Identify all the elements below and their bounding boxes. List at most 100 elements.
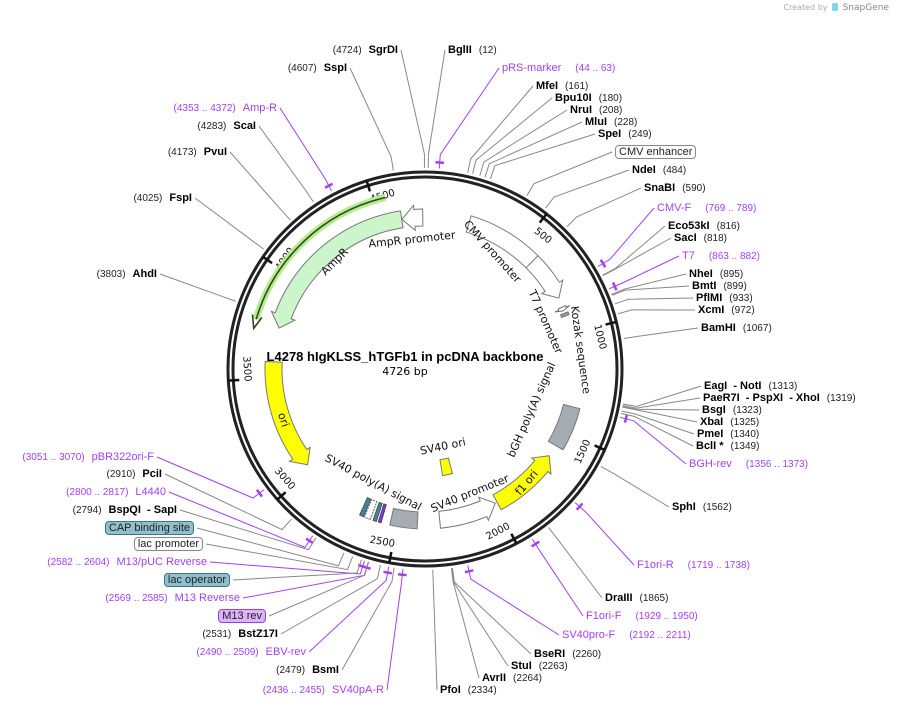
leader-line bbox=[179, 509, 317, 551]
feature-box-label[interactable]: CAP binding site bbox=[104, 521, 194, 535]
enzyme-site-label[interactable]: SacI818 bbox=[674, 232, 727, 244]
enzyme-site-label[interactable]: MluI 228 bbox=[585, 115, 637, 128]
enzyme-site-label[interactable]: 4173PvuI bbox=[168, 146, 227, 158]
enzyme-site: 4025 bbox=[133, 193, 162, 204]
primer-range: (4353 .. 4372) bbox=[173, 102, 236, 114]
enzyme-site: 228 bbox=[614, 117, 637, 128]
enzyme-site-label[interactable]: NruI208 bbox=[570, 103, 622, 116]
enzyme-site: 1323 bbox=[733, 405, 762, 416]
enzyme-site: 1313 bbox=[768, 381, 797, 392]
snapgene-logo-icon bbox=[832, 3, 839, 11]
leader-line bbox=[484, 121, 583, 178]
enzyme-site-label[interactable]: StuI 2263 bbox=[511, 659, 568, 672]
leader-line bbox=[205, 543, 354, 571]
feature-kozak-sequence bbox=[559, 311, 570, 319]
enzyme-site-label[interactable]: XcmI972 bbox=[698, 304, 755, 316]
leader-line bbox=[268, 561, 369, 617]
primer-name: pBR322ori-F bbox=[91, 450, 154, 463]
enzyme-site-label[interactable]: 2910 PciI bbox=[106, 467, 162, 480]
enzyme-site-label[interactable]: BamHI1067 bbox=[701, 321, 772, 334]
leader-line bbox=[451, 568, 532, 655]
primer-label[interactable]: (2582 .. 2604)M13/pUC Reverse bbox=[47, 555, 207, 568]
primer-name: M13/pUC Reverse bbox=[116, 555, 207, 568]
primer-label[interactable]: SV40pro-F(2192 .. 2211) bbox=[562, 629, 691, 641]
primer-label[interactable]: CMV-F(769 .. 789) bbox=[657, 201, 756, 214]
primer-label[interactable]: (2800 .. 2817)L4440 bbox=[66, 486, 166, 498]
enzyme-site-label[interactable]: 2479BsmI bbox=[276, 664, 339, 676]
feature-box-label[interactable]: M13 rev bbox=[218, 609, 266, 623]
enzyme-name: NruI bbox=[570, 103, 592, 116]
enzyme-site-label[interactable]: PflMI933 bbox=[696, 292, 753, 304]
leader-line bbox=[623, 327, 699, 340]
primer-label[interactable]: (3051 .. 3070)pBR322ori-F bbox=[22, 450, 154, 463]
enzyme-name: AhdI bbox=[132, 267, 157, 280]
enzyme-site-label[interactable]: 2531BstZ17I bbox=[202, 628, 278, 640]
enzyme-name: StuI bbox=[511, 659, 532, 672]
enzyme-site-label[interactable]: SphI1562 bbox=[672, 501, 732, 513]
primer-label[interactable]: (2490 .. 2509)EBV-rev bbox=[196, 646, 306, 658]
primer-label[interactable]: pRS-marker(44 .. 63) bbox=[502, 62, 615, 74]
primer-label[interactable]: F1ori-R(1719 .. 1738) bbox=[637, 559, 750, 571]
feature-box-label[interactable]: CMV enhancer bbox=[615, 145, 697, 159]
enzyme-name: BamHI bbox=[701, 321, 736, 334]
enzyme-site-label[interactable]: BglII12 bbox=[448, 44, 497, 56]
enzyme-site-label[interactable]: PmeI1340 bbox=[697, 428, 759, 440]
tick-label: 1500 bbox=[573, 438, 593, 466]
enzyme-site-label[interactable]: PfoI2334 bbox=[440, 684, 497, 696]
primer-label[interactable]: BGH-rev(1356 .. 1373) bbox=[689, 458, 808, 470]
enzyme-site-label[interactable]: NheI895 bbox=[689, 268, 743, 280]
enzyme-name: PciI bbox=[142, 467, 162, 480]
enzyme-site-label[interactable]: BseRI2260 bbox=[534, 648, 601, 660]
enzyme-site-label[interactable]: 2794BspQI - SapI bbox=[73, 504, 177, 516]
enzyme-site: 2910 bbox=[106, 469, 135, 480]
primer-range: (2800 .. 2817) bbox=[66, 486, 129, 498]
cap-binding-site-feature bbox=[359, 497, 372, 518]
enzyme-site-label[interactable]: BsgI1323 bbox=[702, 404, 762, 416]
enzyme-site: 2264 bbox=[513, 673, 542, 684]
leader-line bbox=[472, 97, 553, 174]
enzyme-name: SpeI bbox=[598, 127, 622, 140]
highlight-arrowhead-icon bbox=[251, 314, 263, 331]
leader-line bbox=[229, 151, 291, 221]
leader-line bbox=[611, 273, 687, 295]
primer-name: Amp-R bbox=[242, 101, 277, 114]
feature-box-label[interactable]: lac operator bbox=[163, 573, 230, 587]
enzyme-site-label[interactable]: SnaBI590 bbox=[644, 182, 706, 194]
enzyme-site-label[interactable]: 4025FspI bbox=[133, 192, 192, 204]
primer-label[interactable]: (2569 .. 2585)M13 Reverse bbox=[105, 591, 240, 604]
enzyme-site-label[interactable]: Eco53kI816 bbox=[668, 220, 740, 232]
enzyme-name: MluI bbox=[585, 115, 607, 128]
leader-line bbox=[400, 49, 425, 169]
enzyme-site-label[interactable]: NdeI484 bbox=[632, 164, 686, 176]
primer-label[interactable]: (4353 .. 4372) Amp-R bbox=[173, 101, 278, 114]
enzyme-site-label[interactable]: EagI - NotI1313 bbox=[704, 380, 797, 392]
enzyme-site-label[interactable]: SpeI249 bbox=[598, 127, 652, 140]
leader-line bbox=[164, 473, 292, 531]
primer-label[interactable]: T7(863 .. 882) bbox=[682, 250, 760, 262]
enzyme-site: 2263 bbox=[539, 661, 568, 672]
enzyme-site-label[interactable]: 4607SspI bbox=[288, 61, 347, 74]
primer-label[interactable]: (2436 .. 2455)SV40pA-R bbox=[263, 684, 384, 696]
enzyme-site-label[interactable]: BclI *1349 bbox=[696, 440, 759, 452]
leader-line bbox=[597, 207, 655, 267]
primer-name: M13 Reverse bbox=[174, 591, 240, 604]
feature-box-label[interactable]: lac promoter bbox=[133, 537, 203, 551]
enzyme-site-label[interactable]: PaeR7I - PspXI - XhoI1319 bbox=[703, 392, 856, 404]
enzyme-site-label[interactable]: 4283ScaI bbox=[197, 120, 256, 132]
enzyme-name: SspI bbox=[323, 61, 347, 74]
enzyme-site-label[interactable]: Bpu10I180 bbox=[555, 92, 622, 104]
primer-label[interactable]: F1ori-F(1929 .. 1950) bbox=[586, 610, 698, 622]
leader-line bbox=[159, 273, 236, 302]
tick-mark bbox=[262, 255, 273, 265]
enzyme-site-label[interactable]: MfeI161 bbox=[536, 80, 588, 92]
enzyme-site-label[interactable]: 3803AhdI bbox=[97, 267, 157, 280]
enzyme-site-label[interactable]: DraIII1865 bbox=[605, 592, 668, 604]
enzyme-site: 1325 bbox=[730, 417, 759, 428]
enzyme-site: 4724 bbox=[333, 45, 362, 56]
enzyme-site-label[interactable]: AvrII2264 bbox=[482, 672, 542, 684]
primer-name: CMV-F bbox=[657, 201, 692, 214]
enzyme-site-label[interactable]: 4724SgrDI bbox=[333, 44, 398, 56]
enzyme-site-label[interactable]: BmtI899 bbox=[692, 280, 747, 292]
enzyme-site-label[interactable]: XbaI1325 bbox=[700, 416, 759, 428]
primer-range: (1929 .. 1950) bbox=[635, 610, 698, 622]
